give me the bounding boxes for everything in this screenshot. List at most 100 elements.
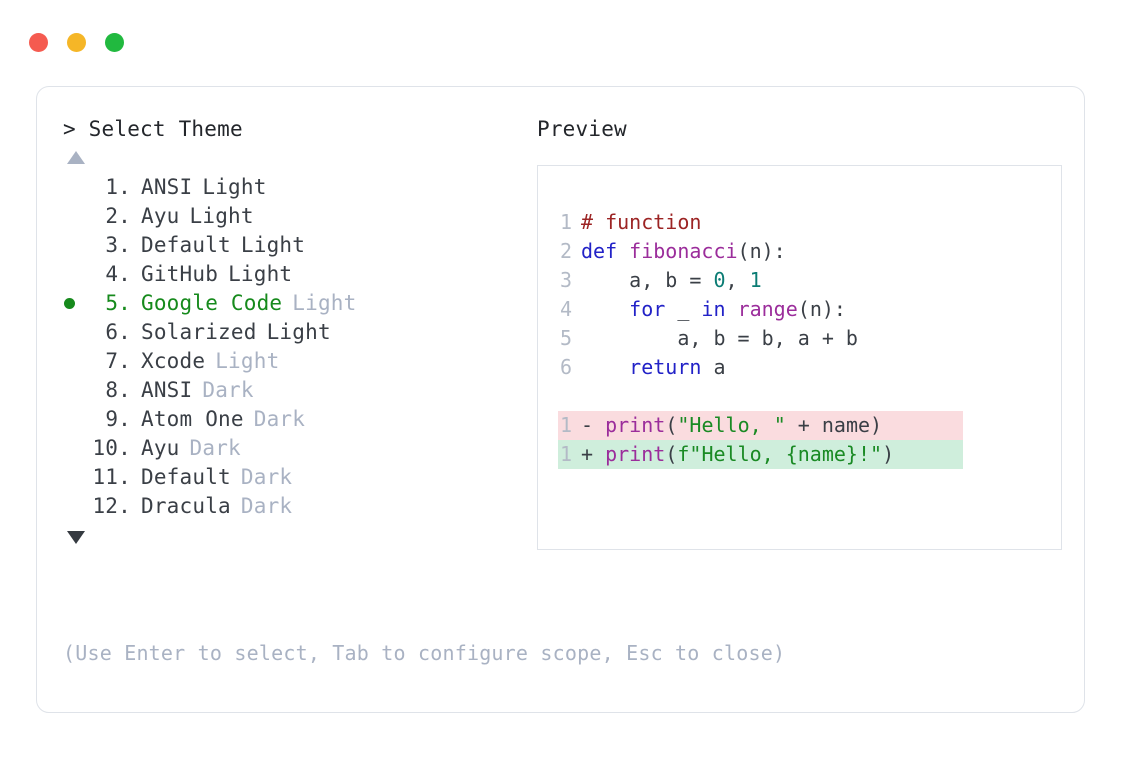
code-token: range — [737, 297, 798, 321]
selection-bullet-cell — [63, 405, 87, 434]
line-number: 5 — [559, 326, 572, 350]
theme-index: 11. — [92, 465, 131, 489]
preview-label: Preview — [537, 117, 627, 141]
theme-list-item[interactable]: 8. ANSI Dark — [63, 376, 533, 405]
code-token: def — [581, 239, 630, 263]
theme-name: Xcode — [141, 349, 206, 373]
theme-index: 5. — [105, 291, 131, 315]
triangle-up-icon[interactable] — [67, 151, 85, 164]
code-token: return — [629, 355, 702, 379]
close-dot[interactable] — [29, 33, 48, 52]
line-number: 1 — [559, 442, 572, 466]
code-line: 1# function — [558, 208, 1061, 237]
diff-removed-line: 1- print("Hello, " + name) — [558, 411, 963, 440]
selection-bullet-cell — [63, 376, 87, 405]
code-line: 4 for _ in range(n): — [558, 295, 1061, 324]
code-token: , — [725, 268, 750, 292]
theme-index: 4. — [105, 262, 131, 286]
line-number: 3 — [559, 268, 572, 292]
theme-index: 6. — [105, 320, 131, 344]
code-token: ) — [882, 442, 895, 466]
theme-index: 3. — [105, 233, 131, 257]
theme-variant: Dark — [240, 465, 293, 489]
code-token — [581, 353, 629, 382]
code-token: "Hello, " — [677, 413, 786, 437]
code-line: 5 a, b = b, a + b — [558, 324, 1061, 353]
selection-bullet-cell — [63, 289, 87, 318]
theme-name: ANSI — [141, 175, 193, 199]
theme-variant: Light — [189, 204, 254, 228]
code-token: ( — [665, 413, 678, 437]
page-title: > Select Theme — [63, 117, 243, 141]
code-token: a, b = — [581, 268, 714, 292]
theme-variant: Light — [228, 262, 293, 286]
theme-index: 8. — [105, 378, 131, 402]
theme-name: Dracula — [141, 494, 231, 518]
code-token: (n): — [797, 297, 846, 321]
theme-list-item[interactable]: 11. Default Dark — [63, 463, 533, 492]
code-line: 3 a, b = 0, 1 — [558, 266, 1061, 295]
theme-list-item[interactable]: 1. ANSI Light — [63, 173, 533, 202]
theme-name: Default — [141, 465, 231, 489]
code-token: in — [701, 297, 726, 321]
code-token — [581, 295, 629, 324]
help-hint: (Use Enter to select, Tab to configure s… — [63, 641, 786, 665]
code-token: print — [605, 413, 666, 437]
maximize-dot[interactable] — [105, 33, 124, 52]
selection-bullet-cell — [63, 202, 87, 231]
theme-name: Default — [141, 233, 231, 257]
theme-name: Ayu — [141, 204, 180, 228]
theme-index: 12. — [92, 494, 131, 518]
code-token: ( — [665, 442, 678, 466]
selection-bullet-cell — [63, 173, 87, 202]
theme-list-item[interactable]: 7. Xcode Light — [63, 347, 533, 376]
code-token: a, b = b, a + b — [581, 326, 858, 350]
selection-bullet-cell — [63, 260, 87, 289]
selection-bullet-cell — [63, 231, 87, 260]
code-token: f"Hello, {name}!" — [677, 442, 883, 466]
theme-variant: Light — [215, 349, 280, 373]
selection-bullet-cell — [63, 492, 87, 521]
code-token: for — [629, 297, 666, 321]
code-token: 1 — [749, 268, 762, 292]
line-number: 1 — [559, 413, 572, 437]
theme-index: 1. — [105, 175, 131, 199]
line-number: 4 — [559, 297, 572, 321]
window-titlebar — [0, 0, 1129, 78]
code-token: a — [701, 355, 726, 379]
window-controls — [29, 33, 124, 52]
theme-variant: Dark — [202, 378, 254, 402]
code-token — [726, 295, 738, 324]
theme-name: Ayu — [141, 436, 180, 460]
theme-name: GitHub — [141, 262, 219, 286]
selection-bullet-cell — [63, 347, 87, 376]
theme-variant: Light — [202, 175, 267, 199]
theme-name: ANSI — [141, 378, 193, 402]
selection-bullet-cell — [63, 434, 87, 463]
code-token: # function — [581, 210, 702, 234]
theme-index: 7. — [105, 349, 131, 373]
theme-index: 9. — [105, 407, 131, 431]
triangle-down-icon[interactable] — [67, 531, 85, 544]
minimize-dot[interactable] — [67, 33, 86, 52]
theme-name: Solarized — [141, 320, 257, 344]
code-token: 0 — [713, 268, 726, 292]
selection-bullet-cell — [63, 318, 87, 347]
code-token: print — [605, 442, 666, 466]
theme-name: Atom One — [141, 407, 244, 431]
theme-list-item[interactable]: 4. GitHub Light — [63, 260, 533, 289]
code-token: fibonacci — [629, 239, 738, 263]
